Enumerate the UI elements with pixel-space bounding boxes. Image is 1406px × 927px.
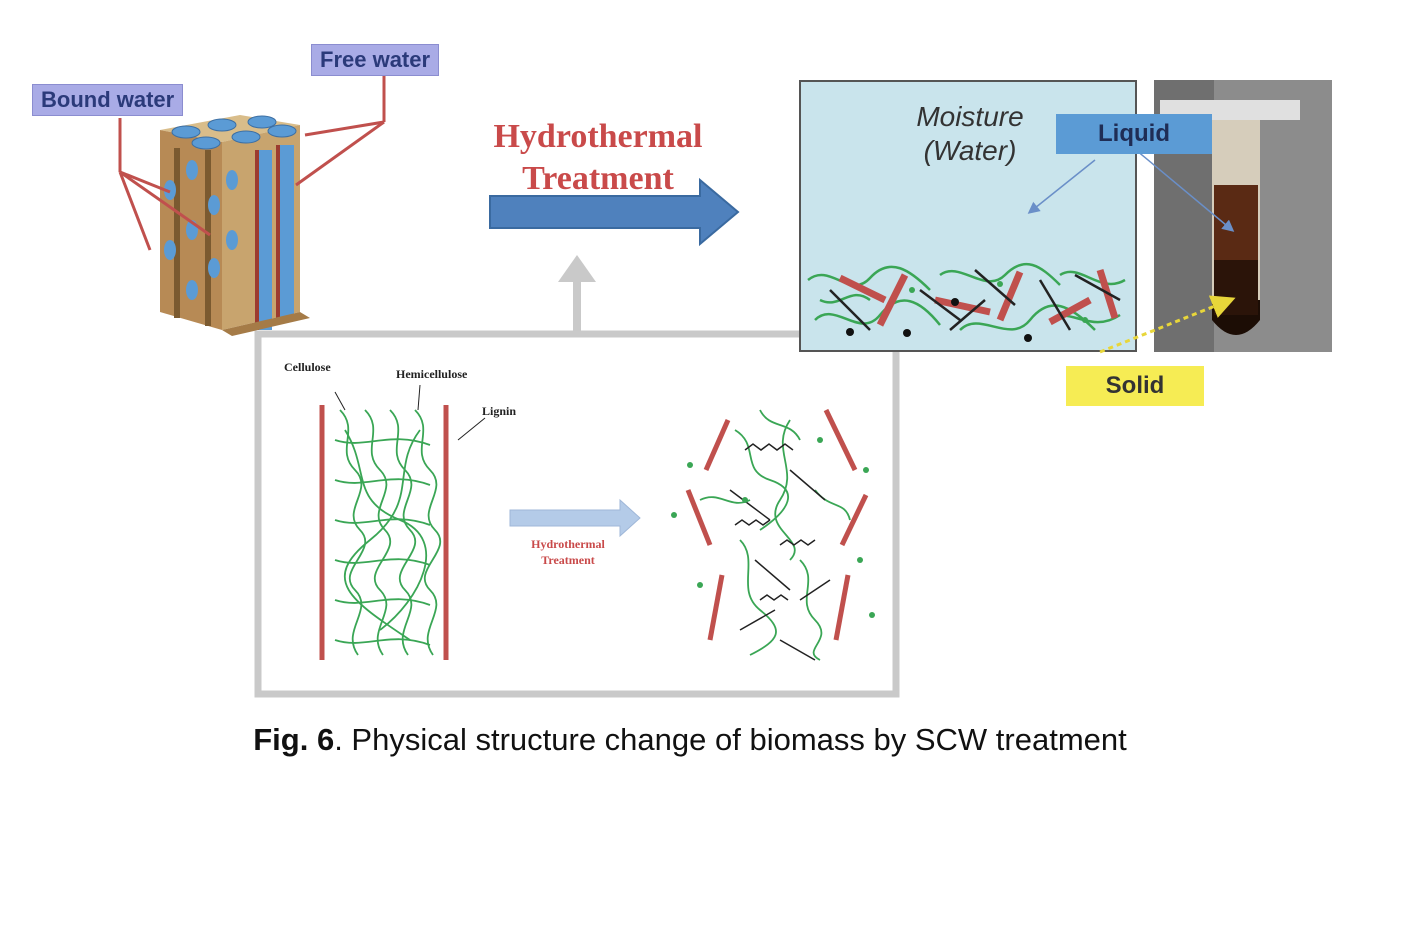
solid-label: Solid [1066, 366, 1204, 406]
hydrothermal-arrow [489, 177, 740, 247]
moisture-line2: (Water) [923, 135, 1017, 166]
liquid-label: Liquid [1056, 114, 1212, 154]
hemicellulose-label: Hemicellulose [396, 367, 468, 381]
hydrothermal-heading-line2: Treatment [522, 160, 674, 197]
figure-number: Fig. 6 [253, 722, 335, 757]
moisture-line1: Moisture [916, 101, 1024, 132]
caption-text: . Physical structure change of biomass b… [334, 722, 1127, 757]
hydrothermal-heading-line1: Hydrothermal [493, 118, 703, 155]
cellulose-label: Cellulose [284, 360, 331, 374]
small-hydrothermal-line2: Treatment [541, 553, 595, 567]
small-hydrothermal-line1: Hydrothermal [531, 537, 605, 551]
free-water-label: Free water [311, 44, 440, 76]
small-hydrothermal-label: Hydrothermal Treatment [505, 536, 631, 568]
intact-structure [319, 384, 486, 660]
small-treatment-arrow [509, 498, 641, 538]
bound-water-label: Bound water [32, 84, 184, 116]
disrupted-structure [671, 408, 875, 661]
figure-caption: Fig. 6. Physical structure change of bio… [0, 722, 1380, 758]
lignin-label: Lignin [482, 404, 517, 418]
water-pointer-lines [118, 76, 386, 251]
hydrothermal-heading: Hydrothermal Treatment [460, 116, 736, 200]
moisture-label: Moisture (Water) [880, 100, 1060, 168]
wood-block-illustration [160, 115, 310, 336]
